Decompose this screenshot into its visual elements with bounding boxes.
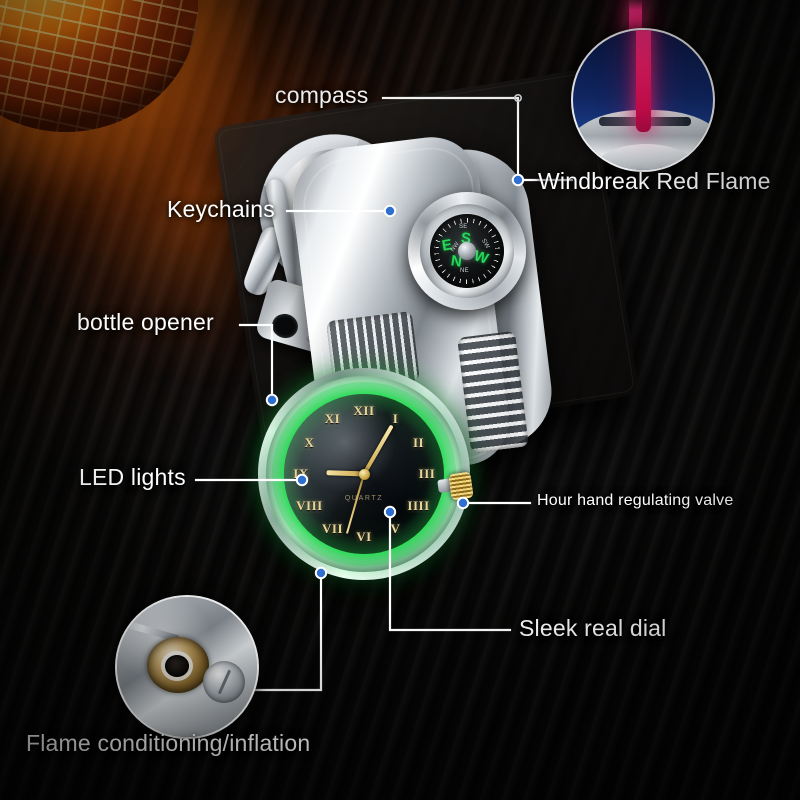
vignette-overlay [0,0,800,800]
infographic-canvas: E S W N SE SW NW NE QUARTZ XIIIIIIIIIIII… [0,0,800,800]
